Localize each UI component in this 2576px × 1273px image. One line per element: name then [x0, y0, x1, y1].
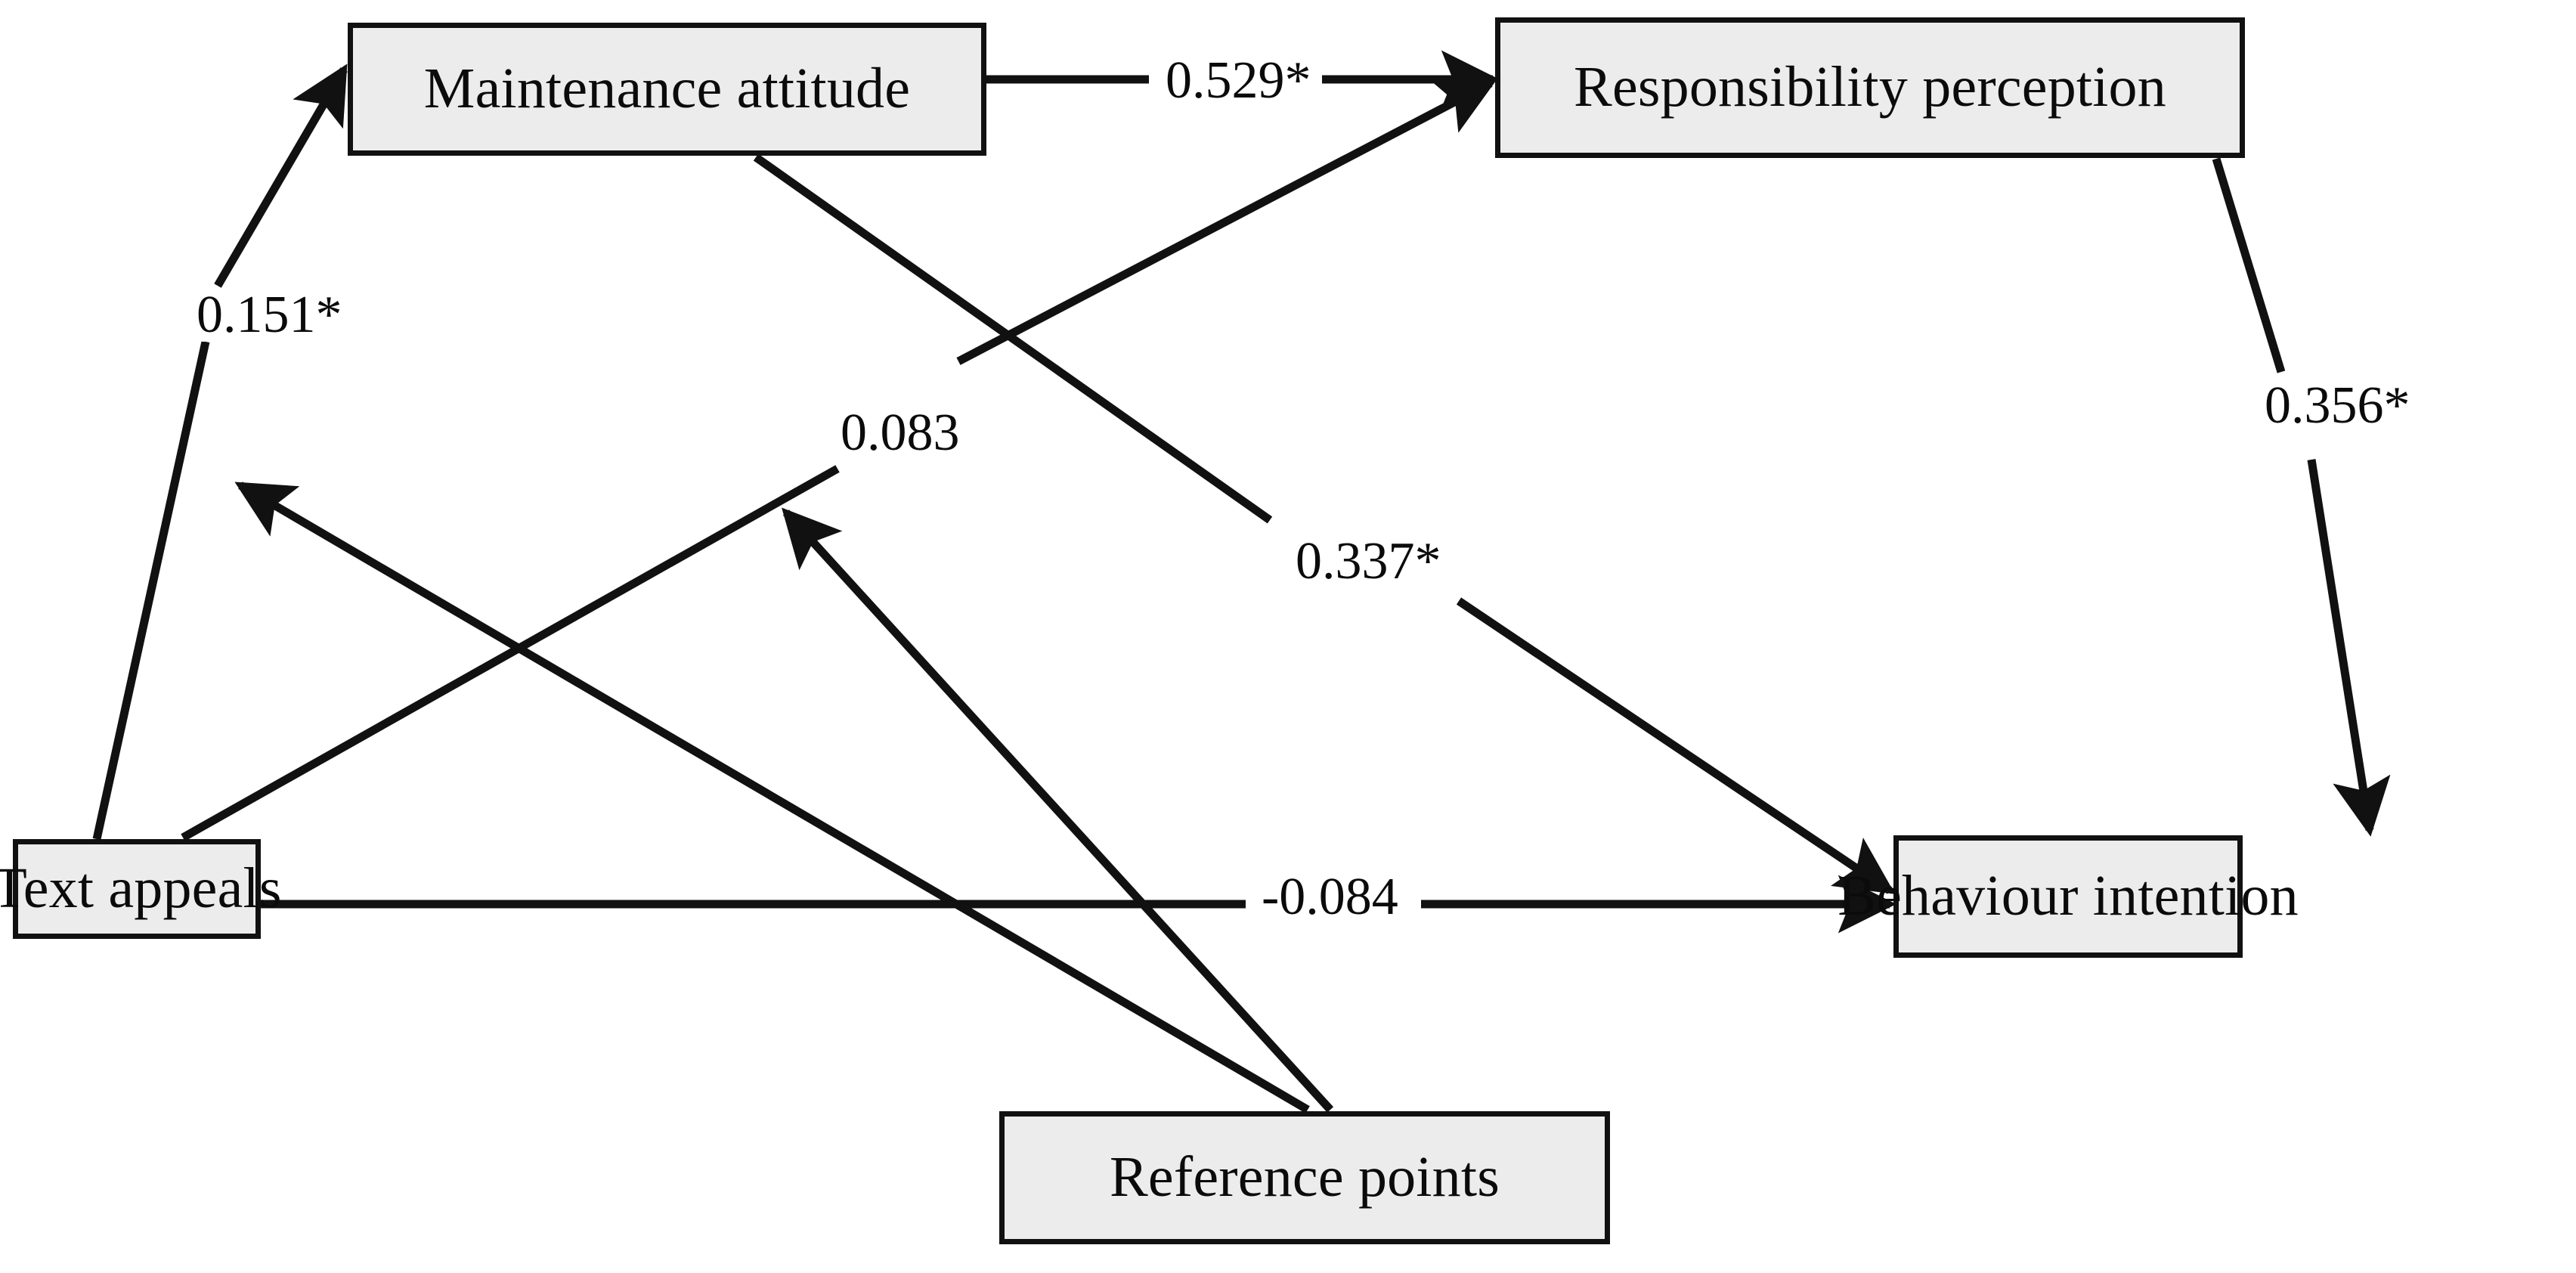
- edge-label-maintenance-to-responsibility: 0.529*: [1155, 54, 1322, 107]
- node-label-behaviour-intention: Behaviour intention: [1838, 864, 2299, 928]
- node-label-reference-points: Reference points: [1110, 1145, 1500, 1210]
- node-reference-points[interactable]: Reference points: [999, 1111, 1610, 1244]
- node-label-text-appeals: Text appeals: [0, 856, 282, 921]
- node-responsibility-perception[interactable]: Responsibility perception: [1495, 17, 2245, 158]
- edge-label-textappeals-to-responsibility: 0.083: [830, 407, 971, 460]
- edge-textappeals-to-responsibility: [181, 79, 1497, 841]
- edge-label-maintenance-to-behaviour: 0.337*: [1285, 535, 1452, 588]
- node-label-maintenance-attitude: Maintenance attitude: [423, 57, 911, 121]
- node-label-responsibility-perception: Responsibility perception: [1574, 55, 2166, 119]
- node-text-appeals[interactable]: Text appeals: [0, 839, 281, 939]
- node-behaviour-intention[interactable]: Behaviour intention: [1838, 835, 2299, 958]
- node-maintenance-attitude[interactable]: Maintenance attitude: [348, 23, 986, 156]
- edge-textappeals-to-maintenance: [92, 63, 348, 841]
- edge-label-responsibility-to-behaviour: 0.356*: [2254, 379, 2421, 432]
- edge-reference-to-responsibility: [782, 507, 1334, 1113]
- edge-responsibility-to-behaviour: [2212, 157, 2391, 837]
- edge-reference-to-textappeals: [234, 482, 1310, 1113]
- edge-label-textappeals-to-behaviour: -0.084: [1251, 871, 1409, 924]
- edge-label-textappeals-to-maintenance: 0.151*: [186, 289, 353, 342]
- edge-maintenance-to-behaviour: [753, 153, 1896, 894]
